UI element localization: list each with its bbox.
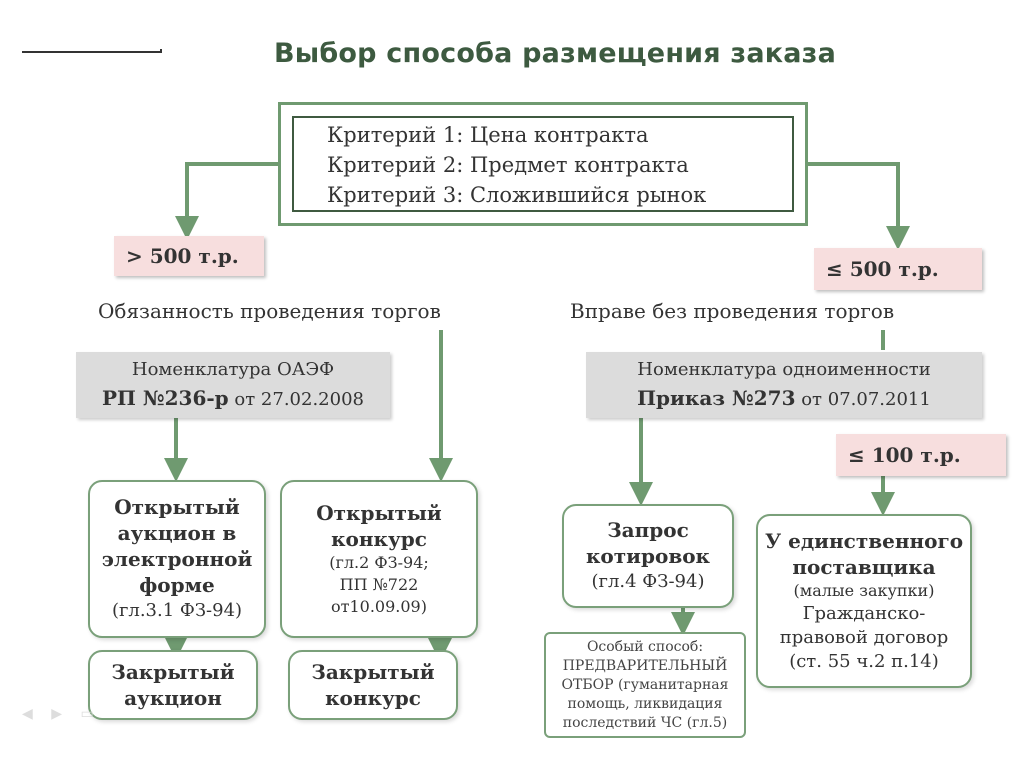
threshold-under-500: ≤ 500 т.р. bbox=[814, 248, 982, 290]
closed-auction-box: Закрытый аукцион bbox=[88, 650, 258, 720]
arrow-left-icon[interactable]: ◀ bbox=[22, 706, 33, 722]
open-electronic-auction-box: Открытый аукцион в электронной форме (гл… bbox=[88, 480, 266, 638]
nomenclature-title: Номенклатура одноименности bbox=[637, 359, 931, 380]
heading-mandatory-tenders: Обязанность проведения торгов bbox=[98, 299, 441, 323]
nomenclature-single-name: Номенклатура одноименности Приказ №273 о… bbox=[586, 352, 982, 418]
nomenclature-doc-line: РП №236-р от 27.02.2008 bbox=[102, 386, 364, 410]
special-preliminary-selection-box: Особый способ: ПРЕДВАРИТЕЛЬНЫЙ ОТБОР (гу… bbox=[544, 632, 746, 738]
threshold-under-100: ≤ 100 т.р. bbox=[836, 434, 1006, 476]
single-supplier-box: У единственного поставщика (малые закупк… bbox=[756, 514, 972, 688]
threshold-over-500: > 500 т.р. bbox=[114, 236, 264, 276]
page-title: Выбор способа размещения заказа bbox=[273, 38, 836, 69]
slideshow-controls: ◀ ▶ ▭ bbox=[22, 706, 94, 722]
nomenclature-title: Номенклатура ОАЭФ bbox=[131, 359, 335, 380]
criteria-box: Критерий 1: Цена контракта Критерий 2: П… bbox=[292, 116, 794, 212]
heading-without-tenders: Вправе без проведения торгов bbox=[570, 299, 895, 323]
criteria-item: Критерий 1: Цена контракта bbox=[327, 123, 649, 147]
arrow-criteria-right bbox=[808, 162, 910, 250]
criteria-item: Критерий 2: Предмет контракта bbox=[327, 153, 689, 177]
criteria-item: Критерий 3: Сложившийся рынок bbox=[327, 183, 707, 207]
closed-contest-box: Закрытый конкурс bbox=[288, 650, 458, 720]
menu-icon[interactable]: ▭ bbox=[80, 706, 94, 722]
nomenclature-doc-line: Приказ №273 от 07.07.2011 bbox=[637, 386, 931, 410]
arrow-right-icon[interactable]: ▶ bbox=[51, 706, 63, 722]
open-contest-box: Открытый конкурс (гл.2 ФЗ-94; ПП №722 от… bbox=[280, 480, 478, 638]
arrow-criteria-left bbox=[175, 162, 278, 240]
quote-request-box: Запрос котировок (гл.4 ФЗ-94) bbox=[562, 504, 734, 608]
decorative-line bbox=[22, 49, 162, 53]
nomenclature-oaef: Номенклатура ОАЭФ РП №236-р от 27.02.200… bbox=[76, 352, 390, 418]
